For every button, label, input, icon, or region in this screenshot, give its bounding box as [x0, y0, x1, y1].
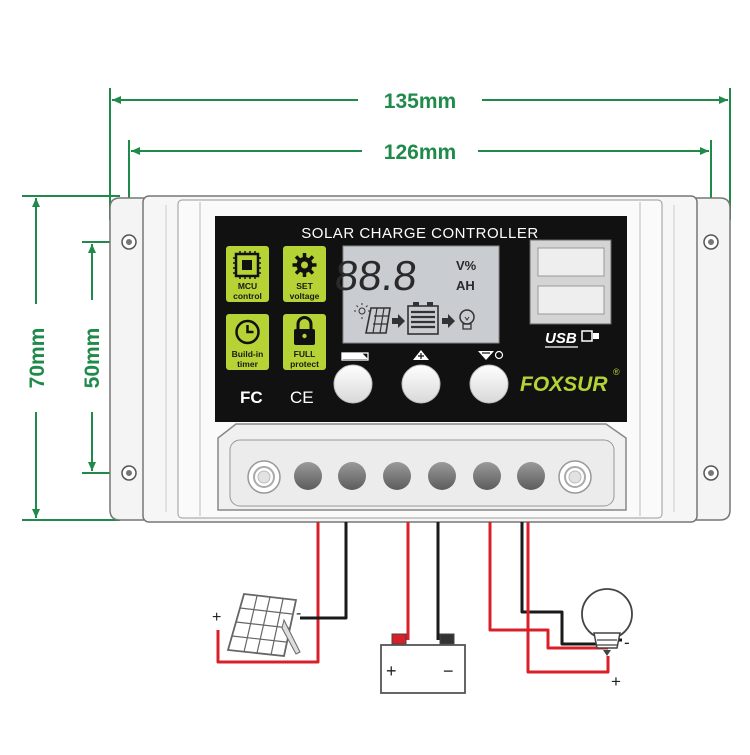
clock-icon	[235, 319, 260, 345]
lcd-arrow-icon	[442, 314, 455, 328]
svg-text:USB: USB	[545, 330, 577, 347]
fcc-logo: FC	[240, 388, 263, 407]
svg-text:timer: timer	[237, 359, 258, 369]
terminal-screw-battery-minus[interactable]	[428, 462, 456, 490]
chip-icon	[233, 251, 261, 279]
mounting-hole	[703, 234, 719, 250]
lcd-panel-icon	[365, 307, 391, 334]
feature-badge-mcu: MCU control	[226, 246, 269, 302]
front-panel: SOLAR CHARGE CONTROLLER MCU control SET …	[215, 216, 627, 422]
terminal-end-cap	[247, 460, 281, 494]
solar-minus-label: -	[296, 605, 301, 622]
terminal-screw-load-plus[interactable]	[473, 462, 501, 490]
wire-load-positive-return	[526, 522, 610, 674]
feature-badge-set-voltage: SET voltage	[283, 246, 326, 302]
wire-load-positive	[488, 522, 608, 650]
svg-text:Build-in: Build-in	[232, 349, 264, 359]
lock-icon	[294, 316, 315, 345]
brand-logo: FOXSUR	[520, 373, 608, 396]
load-plus-label: +	[611, 672, 621, 691]
mounting-hole	[703, 465, 719, 481]
svg-text:SET: SET	[296, 281, 313, 291]
svg-text:voltage: voltage	[290, 291, 320, 301]
lcd-unit-v-percent: V%	[456, 258, 477, 273]
terminal-screw-solar-plus[interactable]	[294, 462, 322, 490]
usb-ports	[529, 239, 612, 325]
lcd-display: 88.8 V% AH	[333, 245, 500, 344]
wire-solar-positive	[216, 522, 320, 664]
battery-minus-label: −	[443, 661, 454, 681]
mounting-hole	[121, 234, 137, 250]
lcd-sun-icon	[354, 303, 370, 319]
dim-height-50: 50mm	[81, 328, 104, 389]
ce-logo: CE	[290, 388, 314, 407]
battery-icon	[380, 633, 466, 694]
terminal-end-cap	[558, 460, 592, 494]
battery-plus-label: +	[386, 661, 397, 681]
wire-load-negative	[520, 522, 600, 646]
usb-logo: USB	[545, 330, 599, 348]
svg-text:MCU: MCU	[238, 281, 257, 291]
svg-text:control: control	[233, 291, 262, 301]
solar-panel-icon	[226, 593, 301, 657]
lcd-arrow-icon	[392, 314, 405, 328]
dimension-lines: 135mm 126mm 70mm 50mm	[22, 88, 731, 521]
wiring	[216, 522, 622, 674]
load-minus-label: -	[624, 633, 630, 652]
light-bulb-icon	[581, 588, 633, 656]
registered-mark: ®	[613, 367, 620, 377]
terminal-screw-battery-plus[interactable]	[383, 462, 411, 490]
feature-badge-full-protect: FULL protect	[283, 314, 326, 370]
dim-width-135: 135mm	[384, 90, 456, 113]
feature-badge-timer: Build-in timer	[226, 314, 269, 370]
panel-title: SOLAR CHARGE CONTROLLER	[301, 225, 538, 242]
terminal-screw-solar-minus[interactable]	[338, 462, 366, 490]
terminal-screws	[247, 460, 592, 494]
gear-icon	[292, 253, 317, 277]
dim-width-126: 126mm	[384, 141, 456, 164]
lcd-unit-ah: AH	[456, 278, 475, 293]
menu-button[interactable]	[333, 352, 373, 404]
solar-plus-label: +	[212, 609, 221, 626]
up-button[interactable]	[401, 350, 441, 404]
svg-text:FULL: FULL	[294, 349, 316, 359]
dim-height-70: 70mm	[26, 328, 49, 389]
bulb-small-icon	[494, 350, 504, 360]
terminal-screw-load-minus[interactable]	[517, 462, 545, 490]
menu-icon	[342, 353, 368, 359]
mounting-hole	[121, 465, 137, 481]
svg-text:protect: protect	[290, 359, 319, 369]
down-load-button[interactable]	[469, 350, 509, 404]
wire-solar-negative	[300, 522, 348, 620]
lcd-bulb-icon	[459, 309, 475, 330]
lcd-digits: 88.8	[333, 252, 420, 299]
lcd-battery-icon	[407, 302, 439, 335]
